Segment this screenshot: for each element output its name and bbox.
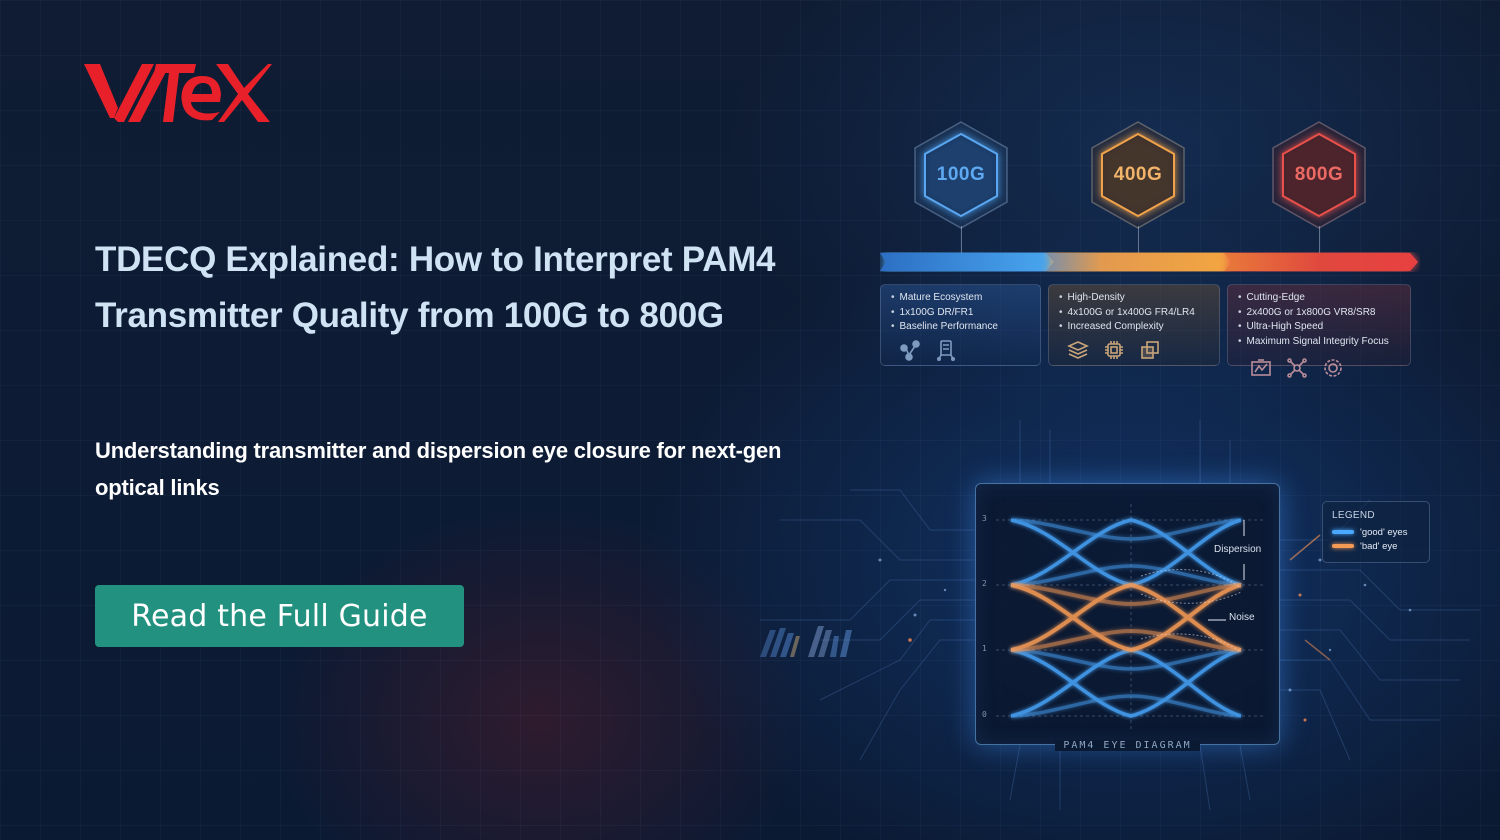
hexagon-400g: 400G	[1088, 120, 1188, 230]
card-bullet: Increased Complexity	[1059, 320, 1211, 335]
legend-item-good: 'good' eyes	[1332, 525, 1420, 539]
mini-bars-decoration	[760, 626, 852, 657]
card-bullet: Mature Ecosystem	[891, 291, 1032, 306]
card-bullet: Ultra-High Speed	[1238, 320, 1402, 335]
hexagon-800g: 800G	[1269, 120, 1369, 230]
gear-signal-icon	[1324, 359, 1342, 377]
card-bullet: 4x100G or 1x400G FR4/LR4	[1059, 306, 1211, 321]
card-bullet: 2x400G or 1x800G VR8/SR8	[1238, 306, 1402, 321]
legend-label: 'bad' eye	[1360, 540, 1398, 552]
page-title: TDECQ Explained: How to Interpret PAM4 T…	[95, 240, 776, 335]
vitex-logo	[84, 64, 272, 122]
card-bullet: Baseline Performance	[891, 320, 1032, 335]
y-axis-tick: 0	[982, 710, 987, 719]
monitor-chart-icon	[1251, 359, 1271, 376]
eye-diagram-legend: LEGEND 'good' eyes 'bad' eye	[1322, 501, 1430, 563]
timeline-connector	[1138, 226, 1139, 254]
dispersion-annotation: Dispersion	[1214, 544, 1262, 555]
layers-stack-icon	[1067, 341, 1089, 359]
stage-card-800g: Cutting-Edge 2x400G or 1x800G VR8/SR8 Ul…	[1227, 284, 1411, 378]
card-bullet: Maximum Signal Integrity Focus	[1238, 335, 1402, 350]
hexagon-label: 800G	[1294, 164, 1344, 185]
y-axis-tick: 2	[982, 579, 987, 588]
hexagon-label: 400G	[1113, 164, 1163, 185]
card-bullet: High-Density	[1059, 291, 1211, 306]
stage-card-100g: Mature Ecosystem 1x100G DR/FR1 Baseline …	[880, 284, 1041, 366]
legend-item-bad: 'bad' eye	[1332, 539, 1420, 553]
card-bullet: Cutting-Edge	[1238, 291, 1402, 306]
legend-title: LEGEND	[1332, 510, 1375, 521]
y-axis-tick: 1	[982, 644, 987, 653]
y-axis-tick: 3	[982, 514, 987, 523]
hexagon-100g: 100G	[911, 120, 1011, 230]
card-bullet: 1x100G DR/FR1	[891, 306, 1032, 321]
server-rack-icon	[936, 340, 955, 361]
timeline-connector	[961, 226, 962, 254]
copy-squares-icon	[1141, 341, 1159, 359]
legend-swatch-blue	[1332, 530, 1354, 534]
noise-annotation: Noise	[1229, 612, 1255, 623]
legend-label: 'good' eyes	[1360, 526, 1408, 538]
chip-icon	[1105, 341, 1123, 359]
pam4-eye-diagram: 3 2 1 0 Dispersion Noise PAM4 EYE DIAGRA…	[975, 483, 1280, 751]
page-subtitle: Understanding transmitter and dispersion…	[95, 438, 782, 500]
timeline-progress-band	[880, 253, 1418, 271]
network-hub-icon	[1287, 358, 1307, 378]
hexagon-label: 100G	[936, 164, 986, 185]
eye-diagram-caption: PAM4 EYE DIAGRAM	[1055, 740, 1200, 751]
read-full-guide-button[interactable]: Read the Full Guide	[95, 585, 464, 647]
timeline-connector	[1319, 226, 1320, 254]
legend-swatch-orange	[1332, 544, 1354, 548]
network-nodes-icon	[900, 340, 920, 361]
stage-card-400g: High-Density 4x100G or 1x400G FR4/LR4 In…	[1048, 284, 1220, 366]
